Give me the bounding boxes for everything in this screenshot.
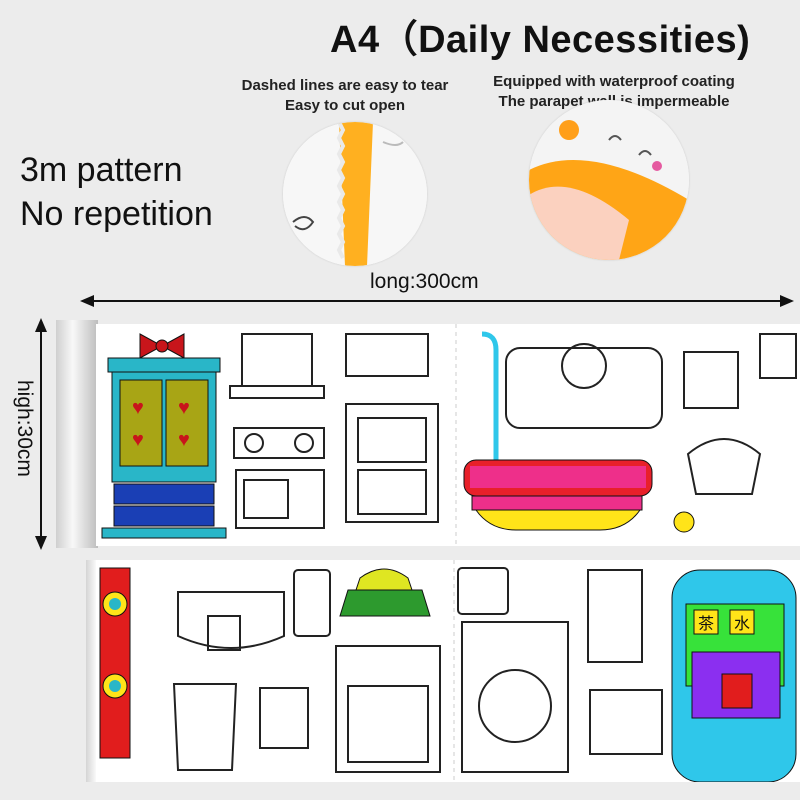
tear-feature-caption: Dashed lines are easy to tear Easy to cu… — [226, 76, 464, 116]
tear-feature-line2: Easy to cut open — [284, 97, 406, 114]
height-arrow — [35, 318, 47, 550]
length-label: long:300cm — [370, 270, 479, 293]
lower-roll-edge — [86, 560, 96, 782]
pattern-line2: No repetition — [20, 195, 213, 233]
svg-text:♥: ♥ — [132, 397, 144, 419]
pattern-callout: 3m pattern No repetition — [20, 148, 213, 236]
tear-feature-line1: Dashed lines are easy to tear — [241, 77, 449, 94]
paper-roll-core — [56, 320, 98, 548]
tea-sign-char-1: 茶 — [697, 614, 714, 633]
length-arrow — [80, 295, 794, 307]
tea-sign-char-2: 水 — [733, 614, 750, 633]
svg-text:♥: ♥ — [178, 429, 190, 451]
lower-paper-strip: 茶 水 — [96, 560, 800, 782]
tear-detail-image — [283, 122, 427, 266]
page-title: A4（Daily Necessities) — [330, 19, 751, 61]
waterproof-detail-image — [529, 100, 689, 260]
svg-text:♥: ♥ — [178, 397, 190, 419]
pattern-line1: 3m pattern — [20, 151, 183, 189]
wardrobe-illustration: ♥ ♥ ♥ ♥ — [101, 333, 227, 539]
upper-paper-strip: ♥ ♥ ♥ ♥ — [96, 324, 800, 546]
waterproof-feature-line1: Equipped with waterproof coating — [493, 73, 735, 90]
svg-text:♥: ♥ — [132, 429, 144, 451]
